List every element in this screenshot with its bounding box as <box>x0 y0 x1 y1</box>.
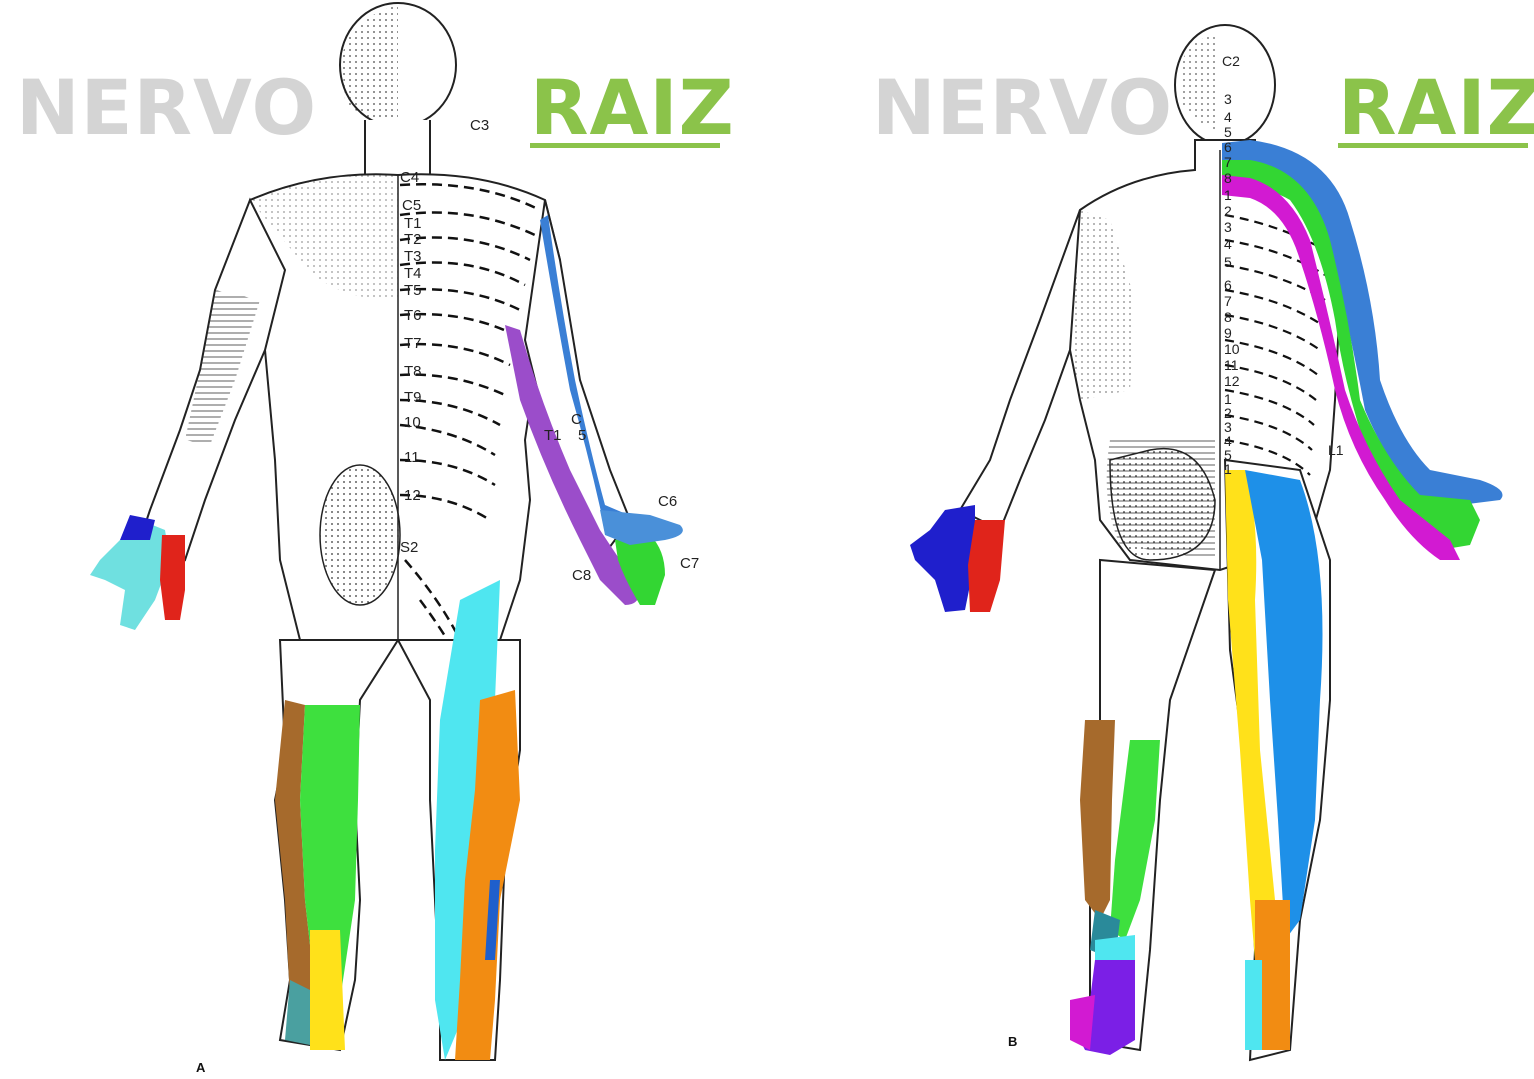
front-label-t10: 10 <box>404 414 421 431</box>
front-figure: C3 C4 C5 T1 T2 T3 T4 T5 T6 T7 T8 T9 10 1… <box>90 3 699 1075</box>
back-label-t12: 12 <box>1224 373 1240 389</box>
front-label-t12: 12 <box>404 487 421 504</box>
front-label-arm-c: C <box>571 411 582 428</box>
back-label-c3: 3 <box>1224 91 1232 107</box>
back-label-t3: 3 <box>1224 219 1232 235</box>
front-label-t3: T3 <box>404 248 422 265</box>
front-label-c7: C7 <box>680 555 699 572</box>
back-label-t11: 11 <box>1224 357 1239 373</box>
back-label-t8: 8 <box>1224 309 1232 325</box>
front-label-t2: T2 <box>404 231 422 248</box>
panel-label-b: B <box>1008 1034 1017 1049</box>
front-label-c5: C5 <box>402 197 421 214</box>
front-label-c6: C6 <box>658 493 677 510</box>
back-label-t7: 7 <box>1224 293 1232 309</box>
front-label-t6: T6 <box>404 307 422 324</box>
front-label-arm-5: 5 <box>578 427 586 444</box>
back-label-c8: 8 <box>1224 170 1232 186</box>
back-figure: C2 3 4 5 6 7 8 1 2 3 4 5 6 7 8 9 10 11 1… <box>910 25 1503 1060</box>
front-label-t7: T7 <box>404 335 422 352</box>
front-label-t4: T4 <box>404 265 422 282</box>
back-label-c7: 7 <box>1224 154 1232 170</box>
front-label-t1: T1 <box>404 215 422 232</box>
back-label-t4: 4 <box>1224 236 1232 252</box>
back-label-t10: 10 <box>1224 341 1240 357</box>
front-label-t9: T9 <box>404 389 422 406</box>
front-label-s2: S2 <box>400 539 418 556</box>
front-label-t8: T8 <box>404 363 422 380</box>
front-label-c3: C3 <box>470 117 489 134</box>
back-label-c6: 6 <box>1224 139 1232 155</box>
front-label-c4: C4 <box>400 169 419 186</box>
back-label-c4: 4 <box>1224 109 1232 125</box>
front-label-t11: 11 <box>404 449 420 466</box>
back-label-t2: 2 <box>1224 203 1232 219</box>
front-label-arm-t1: T1 <box>544 427 562 444</box>
back-label-l1-side: L1 <box>1328 442 1344 458</box>
back-label-c5: 5 <box>1224 124 1232 140</box>
back-label-t6: 6 <box>1224 277 1232 293</box>
back-label-c2: C2 <box>1222 53 1240 69</box>
front-label-c8: C8 <box>572 567 591 584</box>
panel-label-a: A <box>196 1060 206 1075</box>
back-label-t9: 9 <box>1224 325 1232 341</box>
front-label-t5: T5 <box>404 282 422 299</box>
back-label-s1: 1 <box>1224 461 1232 477</box>
back-label-t5: 5 <box>1224 254 1232 270</box>
back-label-t1: 1 <box>1224 187 1232 203</box>
